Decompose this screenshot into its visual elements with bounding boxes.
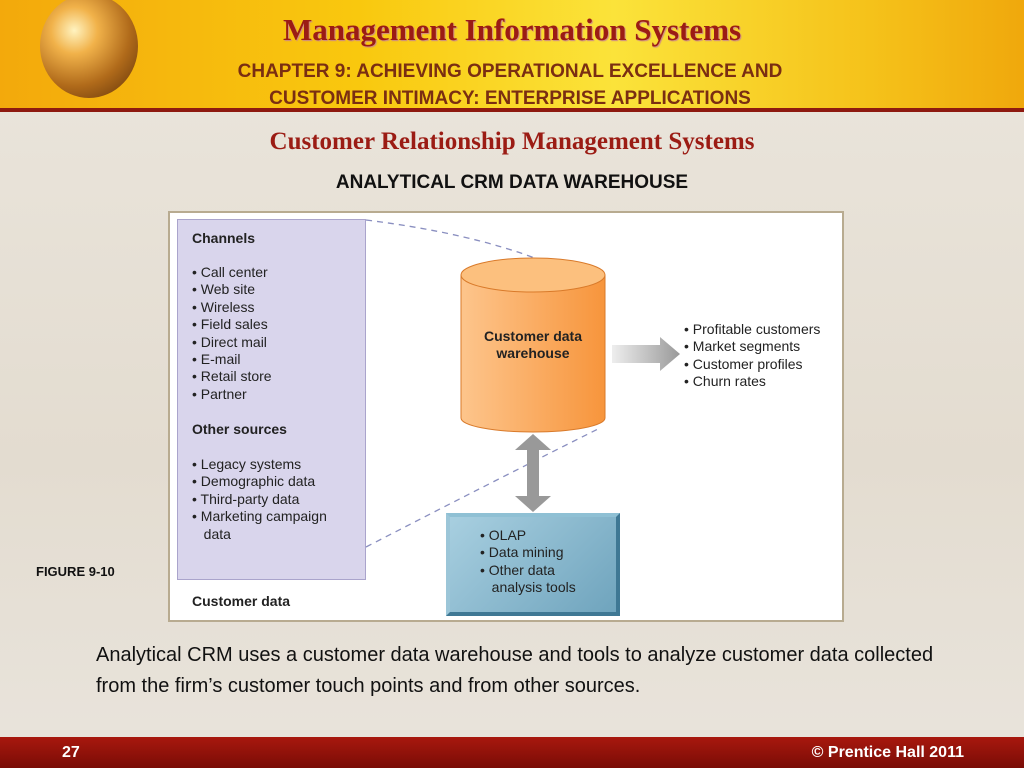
globe-logo [40,0,138,98]
diagram-connectors [365,219,680,548]
analysis-tools-list: • OLAP • Data mining • Other data analys… [480,527,576,596]
output-arrow-icon [612,337,680,371]
slide-subheading: ANALYTICAL CRM DATA WAREHOUSE [335,172,689,193]
chapter-line-2: CUSTOMER INTIMACY: ENTERPRISE APPLICATIO… [269,88,751,109]
database-cylinder-icon [460,257,606,433]
copyright: © Prentice Hall 2011 [811,744,964,761]
customer-data-label: Customer data [192,593,291,609]
double-arrow-icon [515,434,551,512]
warehouse-label: Customer data warehouse [483,328,583,362]
other-sources-list: • Legacy systems • Demographic data • Th… [192,456,327,542]
figure-label: FIGURE 9-10 [36,564,115,579]
page-number: 27 [62,744,80,761]
dashed-line-bottom [365,427,601,548]
slide-caption: Analytical CRM uses a customer data ware… [96,644,934,697]
course-title: Management Information Systems [282,12,742,47]
customer-data-panel [177,219,366,580]
slide-heading: Customer Relationship Management Systems [269,128,755,155]
crm-diagram: Channels • Call center • Web site • Wire… [168,211,844,622]
slide-footer: 27 © Prentice Hall 2011 [0,737,1024,768]
dashed-line-top [365,219,541,261]
channels-heading: Channels [192,230,256,246]
channels-list: • Call center • Web site • Wireless • Fi… [192,264,272,402]
analysis-tools-box: • OLAP • Data mining • Other data analys… [446,513,620,616]
other-sources-heading: Other sources [192,421,287,437]
outputs-list: • Profitable customers • Market segments… [684,321,821,390]
chapter-line-1: CHAPTER 9: ACHIEVING OPERATIONAL EXCELLE… [237,61,783,82]
slide-header: Management Information Systems CHAPTER 9… [0,0,1024,112]
chapter-title: CHAPTER 9: ACHIEVING OPERATIONAL EXCELLE… [200,58,820,112]
